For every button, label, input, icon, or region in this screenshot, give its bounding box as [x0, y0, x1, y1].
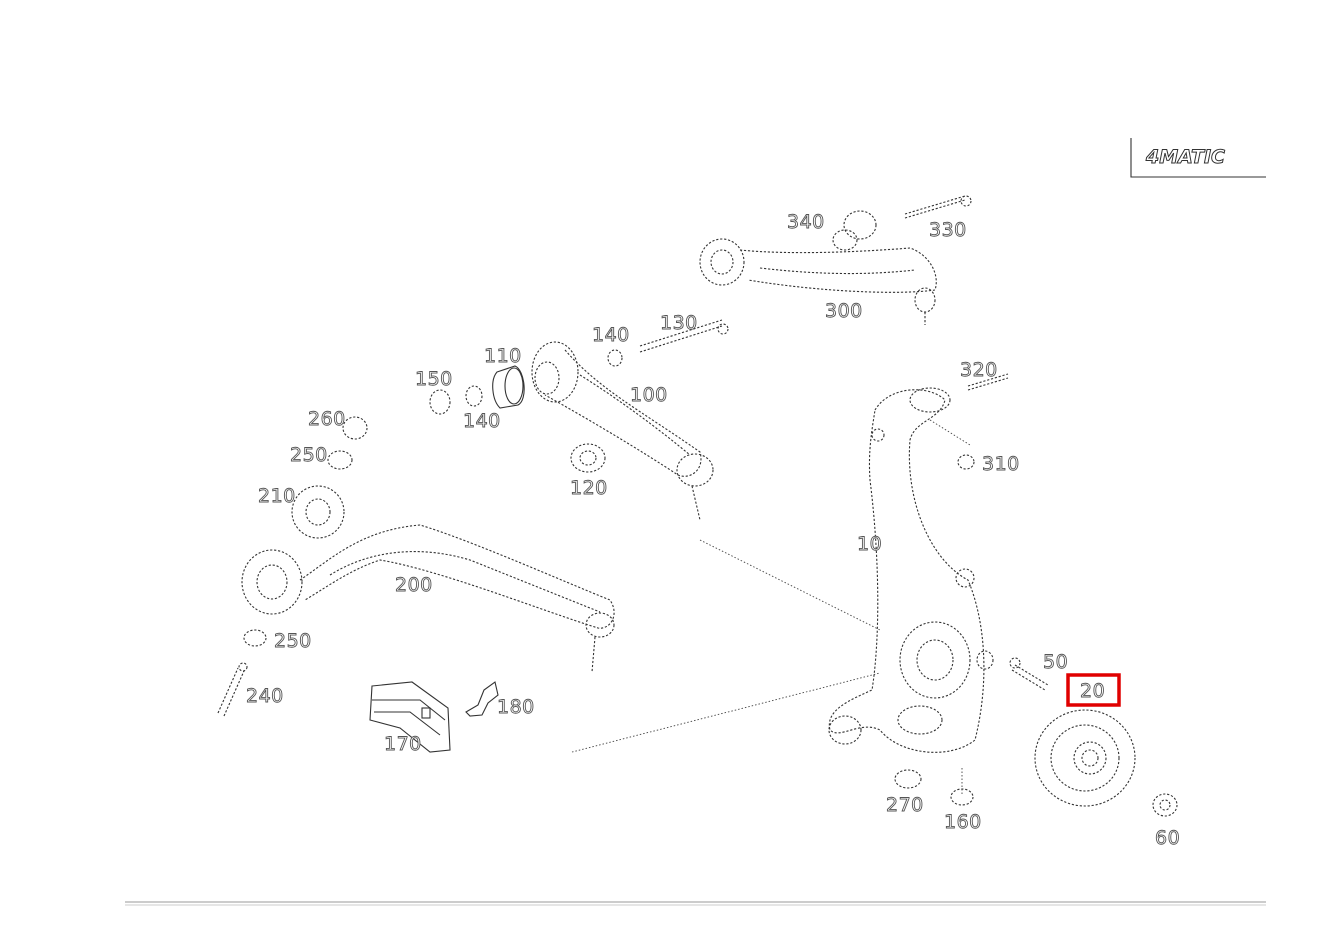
4matic-logo-text: 4MATIC	[1145, 146, 1225, 168]
nut-140-lower[interactable]	[465, 385, 483, 407]
part-label-100[interactable]: 100	[630, 384, 668, 407]
4matic-badge: 4MATIC	[1130, 138, 1266, 178]
bolt-160[interactable]	[950, 788, 974, 806]
footer-rule	[125, 901, 1266, 906]
bolt-130[interactable]	[639, 319, 729, 353]
part-label-320[interactable]: 320	[960, 359, 998, 382]
bolt-50[interactable]	[1009, 657, 1049, 691]
part-label-260[interactable]: 260	[308, 408, 346, 431]
part-label-120[interactable]: 120	[570, 477, 608, 500]
upper-arm-300[interactable]	[699, 238, 937, 325]
bracket-170[interactable]	[369, 681, 451, 753]
nut-60[interactable]	[1152, 793, 1178, 817]
part-label-250-upper[interactable]: 250	[290, 444, 328, 467]
washer-250-lower[interactable]	[243, 629, 267, 647]
part-label-250-lower[interactable]: 250	[274, 630, 312, 653]
bushing-210[interactable]	[291, 485, 345, 539]
part-label-140-upper[interactable]: 140	[592, 324, 630, 347]
nut-150[interactable]	[429, 389, 451, 415]
part-label-330[interactable]: 330	[929, 219, 967, 242]
part-label-150[interactable]: 150	[415, 368, 453, 391]
bolt-330[interactable]	[904, 195, 972, 219]
part-label-60[interactable]: 60	[1155, 827, 1181, 850]
washer-250-upper[interactable]	[327, 450, 353, 470]
part-label-130[interactable]: 130	[660, 312, 698, 335]
part-label-310[interactable]: 310	[982, 453, 1020, 476]
part-label-140-lower[interactable]: 140	[463, 410, 501, 433]
arm-100[interactable]	[531, 341, 714, 521]
part-label-50[interactable]: 50	[1043, 651, 1069, 674]
nut-140-upper[interactable]	[607, 349, 623, 367]
lower-arm-200[interactable]	[241, 524, 615, 673]
bushing-340[interactable]	[832, 210, 877, 251]
part-label-10[interactable]: 10	[857, 533, 883, 556]
part-labels: 340 330 300 140 130 110 150 140 100 320 …	[246, 211, 1181, 850]
part-label-300[interactable]: 300	[825, 300, 863, 323]
part-label-160[interactable]: 160	[944, 811, 982, 834]
knuckle-10[interactable]	[828, 387, 994, 753]
part-label-240[interactable]: 240	[246, 685, 284, 708]
part-label-110[interactable]: 110	[484, 345, 522, 368]
nut-270[interactable]	[894, 769, 922, 789]
nut-260[interactable]	[342, 416, 368, 440]
wheel-hub-20[interactable]	[1034, 709, 1136, 807]
bushing-120[interactable]	[570, 443, 606, 473]
bolt-320[interactable]	[967, 373, 1009, 391]
leader-lines	[571, 419, 971, 795]
bushing-110[interactable]	[492, 365, 525, 409]
bolt-240[interactable]	[217, 662, 248, 717]
part-label-180[interactable]: 180	[497, 696, 535, 719]
part-label-340[interactable]: 340	[787, 211, 825, 234]
part-label-170[interactable]: 170	[384, 733, 422, 756]
highlight-box	[1066, 673, 1121, 707]
part-label-270[interactable]: 270	[886, 794, 924, 817]
sensor-180[interactable]	[465, 681, 499, 717]
nut-310[interactable]	[957, 454, 975, 470]
part-label-210[interactable]: 210	[258, 485, 296, 508]
part-label-200[interactable]: 200	[395, 574, 433, 597]
part-label-20[interactable]: 20	[1080, 680, 1106, 703]
